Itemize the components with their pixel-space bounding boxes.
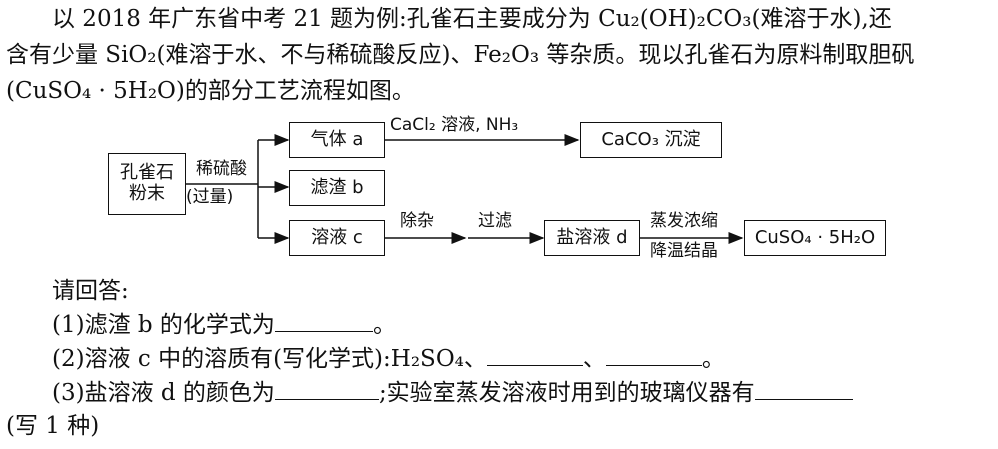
gas-reagent-label: CaCl₂ 溶液, NH₃ [390, 115, 519, 135]
step-cool-label: 降温结晶 [650, 241, 718, 261]
answer-blank-2a[interactable] [486, 343, 583, 366]
answer-blank-1[interactable] [274, 309, 373, 332]
intro-line-3: (CuSO₄ · 5H₂O)的部分工艺流程如图。 [6, 78, 415, 104]
question-3-mid: ;实验室蒸发溶液时用到的玻璃仪器有 [378, 380, 755, 406]
salt-solution-d-box: 盐溶液 d [544, 220, 640, 256]
raw-material-line-2: 粉末 [129, 183, 165, 204]
reagent-label-2: (过量) [186, 187, 234, 207]
residue-b-box: 滤渣 b [289, 170, 385, 206]
product-box: CuSO₄ · 5H₂O [744, 220, 886, 256]
step-evaporate-label: 蒸发浓缩 [650, 211, 718, 231]
question-2: (2)溶液 c 中的溶质有(写化学式):H₂SO₄、 、 。 [52, 343, 725, 374]
reagent-label-1: 稀硫酸 [196, 159, 247, 179]
question-3: (3)盐溶液 d 的颜色为 ;实验室蒸发溶液时用到的玻璃仪器有 [52, 377, 853, 408]
gas-a-box: 气体 a [289, 122, 385, 158]
question-2-sep: 、 [582, 346, 606, 372]
question-1-end: 。 [372, 312, 396, 338]
question-3-text: (3)盐溶液 d 的颜色为 [52, 380, 275, 406]
answer-blank-3a[interactable] [274, 377, 379, 400]
question-1-text: (1)滤渣 b 的化学式为 [52, 312, 275, 338]
question-prompt: 请回答: [52, 278, 129, 304]
question-2-text: (2)溶液 c 中的溶质有(写化学式):H₂SO₄、 [52, 346, 487, 372]
question-2-end: 。 [701, 346, 725, 372]
answer-blank-2b[interactable] [605, 343, 702, 366]
question-3-end: (写 1 种) [6, 413, 100, 439]
step-filter-label: 过滤 [478, 211, 512, 231]
raw-material-line-1: 孔雀石 [120, 162, 174, 184]
step-remove-label: 除杂 [400, 211, 434, 231]
intro-line-1: 以 2018 年广东省中考 21 题为例:孔雀石主要成分为 Cu₂(OH)₂CO… [52, 6, 892, 32]
question-1: (1)滤渣 b 的化学式为 。 [52, 309, 396, 340]
answer-blank-3b[interactable] [754, 377, 853, 400]
intro-line-2: 含有少量 SiO₂(难溶于水、不与稀硫酸反应)、Fe₂O₃ 等杂质。现以孔雀石为… [6, 42, 915, 68]
raw-material-box: 孔雀石 粉末 [108, 153, 186, 215]
solution-c-box: 溶液 c [289, 220, 385, 256]
precipitate-box: CaCO₃ 沉淀 [580, 122, 722, 158]
